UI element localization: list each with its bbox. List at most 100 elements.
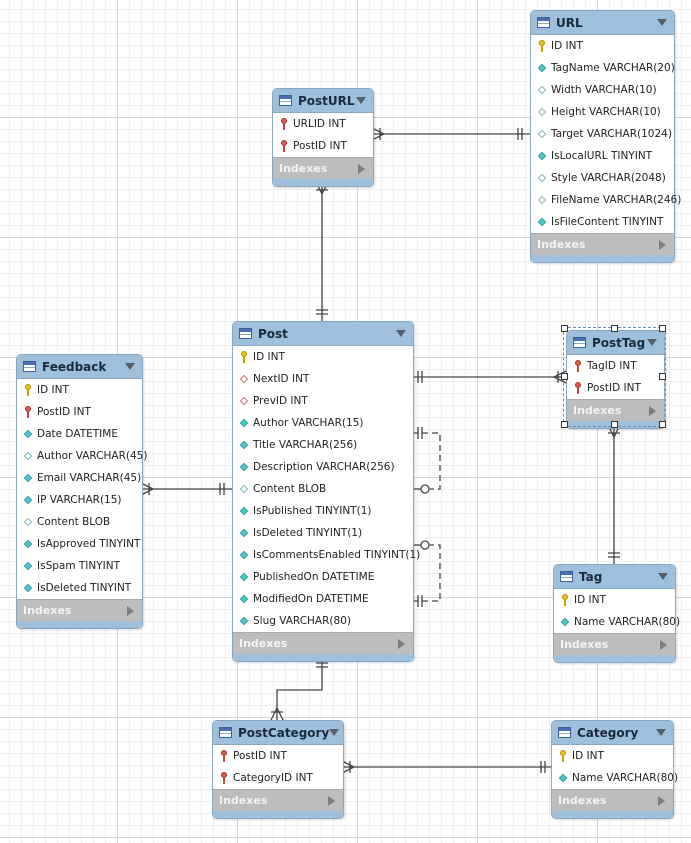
column-row[interactable]: Date DATETIME	[17, 423, 142, 445]
table-header[interactable]: PostCategory	[213, 721, 343, 745]
resize-handle-ne[interactable]	[659, 325, 666, 332]
table-header[interactable]: Post	[233, 322, 413, 346]
column-row[interactable]: ModifiedOn DATETIME	[233, 588, 413, 610]
column-row[interactable]: IP VARCHAR(15)	[17, 489, 142, 511]
column-row[interactable]: Name VARCHAR(80)	[552, 767, 678, 789]
column-row[interactable]: PostID INT	[17, 401, 142, 423]
column-row[interactable]: IsFileContent TINYINT	[531, 211, 674, 233]
column-row[interactable]: PostID INT	[273, 135, 373, 157]
collapse-arrow-icon[interactable]	[125, 363, 135, 370]
column-row[interactable]: Author VARCHAR(45)	[17, 445, 147, 467]
column-row[interactable]: ID INT	[17, 379, 142, 401]
foreign-key-icon	[219, 750, 229, 762]
column-row[interactable]: Title VARCHAR(256)	[233, 434, 413, 456]
rel-post-self-prev	[412, 544, 441, 602]
column-row[interactable]: TagID INT	[567, 355, 664, 377]
expand-arrow-icon[interactable]	[660, 639, 667, 650]
column-row[interactable]: IsDeleted TINYINT(1)	[233, 522, 413, 544]
column-row[interactable]: Content BLOB	[233, 478, 413, 500]
table-header[interactable]: Tag	[554, 565, 675, 589]
collapse-arrow-icon[interactable]	[356, 97, 366, 104]
expand-arrow-icon[interactable]	[328, 795, 335, 806]
resize-handle-s[interactable]	[611, 421, 618, 428]
indexes-bar[interactable]: Indexes	[552, 789, 673, 811]
collapse-arrow-icon[interactable]	[329, 729, 340, 736]
column-row[interactable]: Email VARCHAR(45)	[17, 467, 142, 489]
foreign-key-icon	[279, 140, 289, 152]
column-row[interactable]: TagName VARCHAR(20)	[531, 57, 675, 79]
table-icon	[573, 337, 586, 348]
collapse-arrow-icon[interactable]	[657, 19, 667, 26]
resize-handle-sw[interactable]	[561, 421, 568, 428]
expand-arrow-icon[interactable]	[658, 795, 665, 806]
resize-handle-se[interactable]	[659, 421, 666, 428]
column-row[interactable]: FileName VARCHAR(246)	[531, 189, 681, 211]
column-row[interactable]: NextID INT	[233, 368, 413, 390]
indexes-bar[interactable]: Indexes	[554, 633, 675, 655]
indexes-bar[interactable]: Indexes	[273, 157, 373, 179]
resize-handle-w[interactable]	[561, 373, 568, 380]
column-row[interactable]: Height VARCHAR(10)	[531, 101, 674, 123]
expand-arrow-icon[interactable]	[649, 405, 656, 416]
column-row[interactable]: Content BLOB	[17, 511, 142, 533]
table-header[interactable]: Feedback	[17, 355, 142, 379]
not-null-column-icon	[239, 593, 249, 605]
expand-arrow-icon[interactable]	[659, 239, 666, 250]
rel-post-postcategory	[276, 659, 323, 720]
column-row[interactable]: Author VARCHAR(15)	[233, 412, 413, 434]
column-row[interactable]: ID INT	[552, 745, 673, 767]
column-row[interactable]: Slug VARCHAR(80)	[233, 610, 413, 632]
indexes-label: Indexes	[573, 404, 622, 417]
indexes-bar[interactable]: Indexes	[567, 399, 664, 421]
resize-handle-e[interactable]	[659, 373, 666, 380]
expand-arrow-icon[interactable]	[358, 163, 365, 174]
column-row[interactable]: PrevID INT	[233, 390, 413, 412]
column-row[interactable]: IsPublished TINYINT(1)	[233, 500, 413, 522]
resize-handle-nw[interactable]	[561, 325, 568, 332]
column-row[interactable]: Style VARCHAR(2048)	[531, 167, 674, 189]
column-row[interactable]: Description VARCHAR(256)	[233, 456, 413, 478]
collapse-arrow-icon[interactable]	[396, 330, 406, 337]
expand-arrow-icon[interactable]	[127, 605, 134, 616]
table-header[interactable]: PostURL	[273, 89, 373, 113]
column-row[interactable]: Target VARCHAR(1024)	[531, 123, 674, 145]
column-row[interactable]: IsCommentsEnabled TINYINT(1)	[233, 544, 420, 566]
indexes-bar[interactable]: Indexes	[17, 599, 142, 621]
column-row[interactable]: IsDeleted TINYINT	[17, 577, 142, 599]
column-row[interactable]: ID INT	[531, 35, 674, 57]
expand-arrow-icon[interactable]	[398, 638, 405, 649]
collapse-arrow-icon[interactable]	[647, 339, 657, 346]
column-row[interactable]: PublishedOn DATETIME	[233, 566, 413, 588]
column-icon	[23, 450, 33, 462]
table-header[interactable]: PostTag	[567, 331, 664, 355]
column-row[interactable]: ID INT	[233, 346, 413, 368]
table-header[interactable]: Category	[552, 721, 673, 745]
table-footer	[233, 654, 413, 661]
column-row[interactable]: ID INT	[554, 589, 675, 611]
collapse-arrow-icon[interactable]	[656, 729, 666, 736]
column-row[interactable]: URLID INT	[273, 113, 373, 135]
column-row[interactable]: Name VARCHAR(80)	[554, 611, 680, 633]
indexes-bar[interactable]: Indexes	[213, 789, 343, 811]
column-row[interactable]: Width VARCHAR(10)	[531, 79, 674, 101]
not-null-column-icon	[23, 494, 33, 506]
column-row[interactable]: PostID INT	[567, 377, 664, 399]
column-row[interactable]: IsApproved TINYINT	[17, 533, 142, 555]
table-header[interactable]: URL	[531, 11, 674, 35]
resize-handle-n[interactable]	[611, 325, 618, 332]
collapse-arrow-icon[interactable]	[658, 573, 668, 580]
column-row[interactable]: IsSpam TINYINT	[17, 555, 142, 577]
column-row[interactable]: CategoryID INT	[213, 767, 343, 789]
column-row[interactable]: PostID INT	[213, 745, 343, 767]
column-row[interactable]: IsLocalURL TINYINT	[531, 145, 674, 167]
indexes-bar[interactable]: Indexes	[233, 632, 413, 654]
indexes-bar[interactable]: Indexes	[531, 233, 674, 255]
